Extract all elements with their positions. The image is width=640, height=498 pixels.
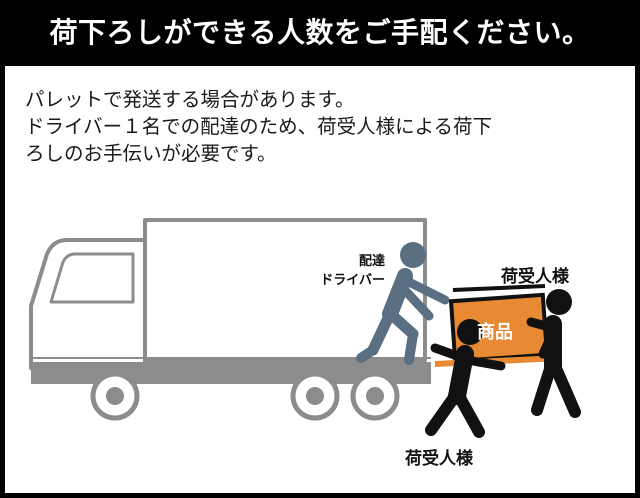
delivery-illustration [29,218,581,438]
recipient-figure-right [526,289,581,418]
notice-line-2: ドライバー１名での配達のため、荷受人様による荷下 [25,115,493,138]
driver-label-line-2: ドライバー [320,273,385,288]
driver-label-line-1: 配達 [358,254,385,269]
recipient-label-bottom: 荷受人様 [405,449,473,469]
content-panel: パレットで発送する場合があります。 ドライバー１名での配達のため、荷受人様による… [5,66,635,493]
driver-label: 配達 ドライバー [295,252,385,290]
notice-text: パレットで発送する場合があります。 ドライバー１名での配達のため、荷受人様による… [25,86,625,167]
driver-figure [356,242,450,365]
notice-line-1: パレットで発送する場合があります。 [25,88,355,111]
notice-line-3: ろしのお手伝いが必要です。 [25,142,277,165]
header-title: 荷下ろしができる人数をご手配ください。 [49,16,591,49]
recipient-label-top: 荷受人様 [501,267,569,287]
recipient-figure-front [425,319,506,438]
box-label: 商品 [477,322,513,343]
header-bar: 荷下ろしができる人数をご手配ください。 [0,0,640,62]
truck-wheels [90,371,400,421]
truck-icon [29,218,431,384]
